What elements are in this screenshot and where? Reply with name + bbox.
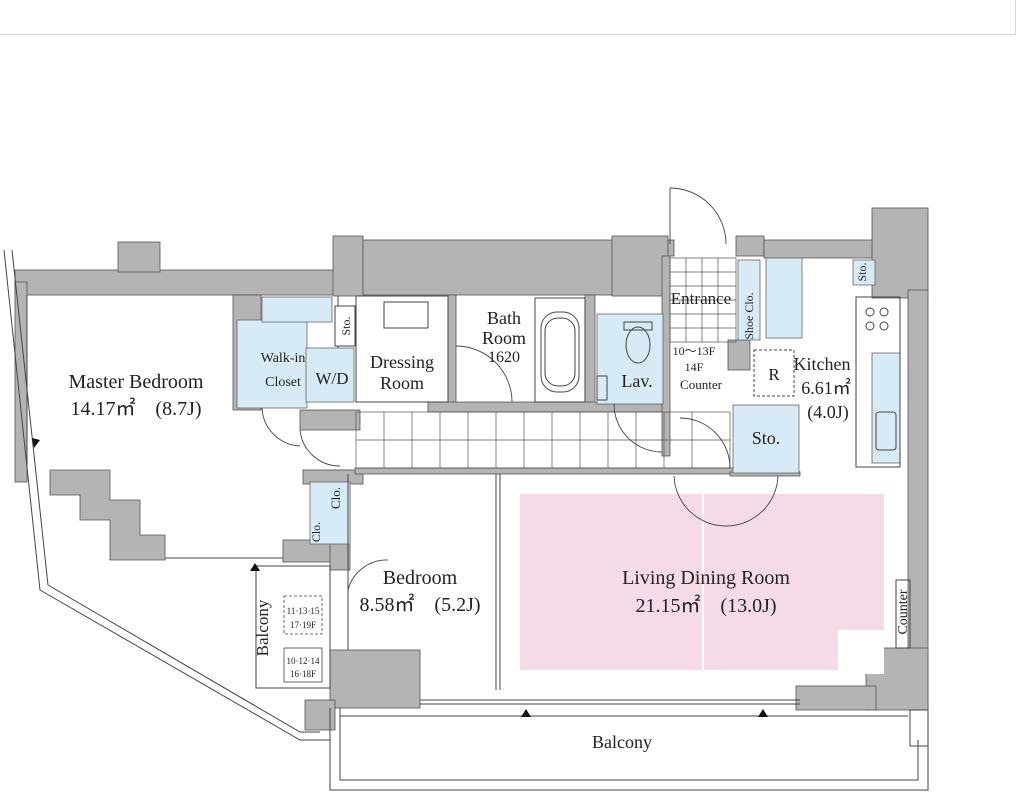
living-dining-label: Living Dining Room — [622, 567, 790, 589]
clo-label-b: Clo. — [309, 522, 323, 542]
counter-right-label: Counter — [896, 589, 911, 634]
doors — [261, 187, 779, 591]
sto-kitchen-label: Sto. — [752, 428, 781, 448]
sto-top-label: Sto. — [855, 262, 869, 281]
bath-room-label-1: Bath — [487, 308, 521, 328]
wd-label: W/D — [315, 369, 348, 388]
master-bedroom-label: Master Bedroom — [69, 371, 204, 393]
bath-room-label-2: Room — [482, 328, 526, 348]
r-label: R — [768, 365, 780, 384]
shoe-clo-label: Shoe Clo. — [742, 292, 756, 339]
dressing-room-label-2: Room — [380, 373, 424, 393]
floors-11-13-15: 11·13·15 — [287, 606, 320, 616]
floors-14: 14F — [685, 360, 704, 374]
clo-label-a: Clo. — [328, 487, 343, 509]
hallway-tiles — [355, 257, 737, 469]
wet-areas — [236, 257, 901, 545]
direction-arrows — [32, 438, 768, 717]
sto-small-label: Sto. — [339, 316, 353, 335]
balcony-side-label: Balcony — [253, 599, 272, 656]
lav-label: Lav. — [621, 371, 652, 391]
kitchen-label: Kitchen — [794, 354, 851, 374]
floors-17-19: 17·19F — [290, 620, 316, 630]
floors-10-12-14: 10·12·14 — [287, 656, 320, 666]
kitchen-area: 6.61㎡ — [801, 377, 851, 398]
entrance-label: Entrance — [671, 289, 731, 308]
balcony-bottom-label: Balcony — [592, 732, 652, 752]
dressing-room-label-1: Dressing — [370, 352, 434, 372]
kitchen-jo: (4.0J) — [807, 402, 849, 423]
bedroom-area: 8.58㎡ (5.2J) — [359, 592, 480, 616]
room-outlines — [3, 249, 929, 791]
top-input-box — [0, 0, 1016, 35]
walk-in-closet-label-1: Walk-in — [261, 351, 306, 366]
walk-in-closet-label-2: Closet — [265, 375, 301, 390]
master-bedroom-area: 14.17㎡ (8.7J) — [70, 396, 201, 420]
floors-16-18: 16·18F — [290, 669, 316, 679]
counter-label: Counter — [680, 377, 723, 392]
bath-room-size: 1620 — [488, 349, 520, 366]
living-dining-area: 21.15㎡ (13.0J) — [635, 593, 776, 617]
floors-10-13: 10〜13F — [673, 344, 716, 358]
bedroom-label: Bedroom — [383, 567, 458, 589]
